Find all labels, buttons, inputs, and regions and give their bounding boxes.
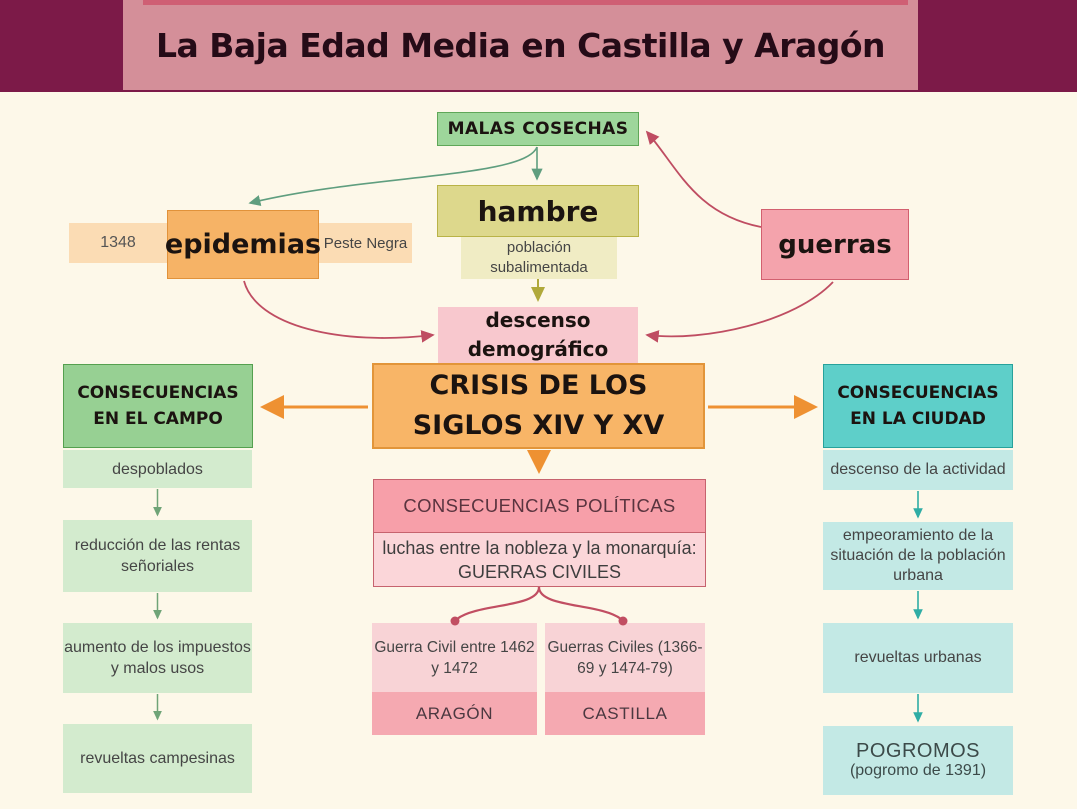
war-castilla-label: CASTILLA xyxy=(545,692,705,735)
arrow-luchas-to-castilla xyxy=(537,586,622,620)
page-title: La Baja Edad Media en Castilla y Aragón xyxy=(155,25,886,65)
node-malas-cosechas: MALAS COSECHAS xyxy=(437,112,639,146)
arrow-guerras-to-descenso xyxy=(645,281,834,343)
arrow-guerras-to-malas xyxy=(645,130,762,228)
node-consecuencias-politicas: CONSECUENCIAS POLÍTICAS xyxy=(373,479,706,533)
ciudad-item-empeoramiento: empeoramiento de la situación de la pobl… xyxy=(823,522,1013,590)
label-peste-negra: Peste Negra xyxy=(323,234,408,252)
node-epidemias: epidemias xyxy=(165,210,321,279)
pogromos-subtitle: (pogromo de 1391) xyxy=(849,761,987,779)
node-descenso-demografico: descenso demográfico xyxy=(438,307,638,363)
war-aragon-desc: Guerra Civil entre 1462 y 1472 xyxy=(372,623,537,692)
ciudad-item-pogromos: POGROMOS (pogromo de 1391) xyxy=(823,726,1013,795)
label-1348: 1348 xyxy=(100,234,136,251)
node-poblacion-subalimentada: población subalimentada xyxy=(461,237,617,279)
node-crisis: CRISIS DE LOS SIGLOS XIV Y XV xyxy=(372,363,705,449)
ciudad-item-revueltas-urbanas: revueltas urbanas xyxy=(823,623,1013,693)
campo-item-aumento-impuestos: aumento de los impuestos y malos usos xyxy=(63,623,252,693)
node-hambre: hambre xyxy=(437,185,639,237)
arrow-epidemias-to-descenso xyxy=(243,280,435,343)
campo-item-reduccion-rentas: reducción de las rentas señoriales xyxy=(63,520,252,592)
title-band: La Baja Edad Media en Castilla y Aragón xyxy=(123,0,918,90)
arrow-luchas-to-aragon xyxy=(456,586,541,620)
node-guerras: guerras xyxy=(761,209,909,280)
pogromos-title: POGROMOS xyxy=(855,739,980,762)
campo-item-revueltas-campesinas: revueltas campesinas xyxy=(63,724,252,793)
war-castilla-desc: Guerras Civiles (1366-69 y 1474-79) xyxy=(545,623,705,692)
node-luchas-nobleza: luchas entre la nobleza y la monarquía: … xyxy=(373,532,706,587)
node-consecuencias-campo: CONSECUENCIAS EN EL CAMPO xyxy=(63,364,253,448)
war-aragon-label: ARAGÓN xyxy=(372,692,537,735)
campo-item-despoblados: despoblados xyxy=(63,450,252,488)
node-consecuencias-ciudad: CONSECUENCIAS EN LA CIUDAD xyxy=(823,364,1013,448)
title-banner: La Baja Edad Media en Castilla y Aragón xyxy=(0,0,1077,92)
ciudad-item-descenso-actividad: descenso de la actividad xyxy=(823,450,1013,490)
